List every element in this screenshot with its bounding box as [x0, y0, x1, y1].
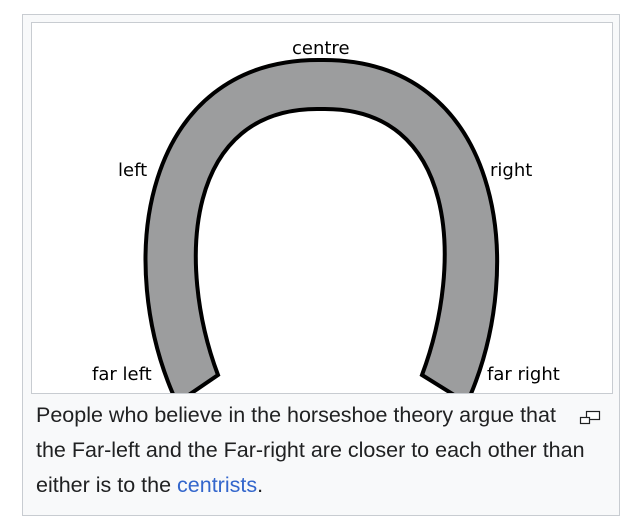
horseshoe-shape — [143, 57, 500, 393]
label-centre: centre — [292, 38, 350, 59]
centrists-link[interactable]: centrists — [177, 473, 258, 497]
label-left: left — [118, 160, 147, 181]
caption-paragraph: People who believe in the horseshoe theo… — [36, 398, 608, 503]
thumbnail-frame: centre left right far left far right Peo… — [22, 14, 620, 516]
caption-text-end: . — [257, 473, 264, 497]
figure-caption: People who believe in the horseshoe theo… — [36, 398, 608, 508]
caption-text: People who believe in the horseshoe theo… — [36, 403, 585, 497]
label-far-right: far right — [487, 364, 560, 385]
horseshoe-svg: centre left right far left far right — [92, 38, 560, 393]
label-far-left: far left — [92, 364, 152, 385]
magnify-icon[interactable] — [578, 402, 606, 425]
horseshoe-diagram[interactable]: centre left right far left far right — [31, 22, 613, 394]
label-right: right — [490, 160, 532, 181]
